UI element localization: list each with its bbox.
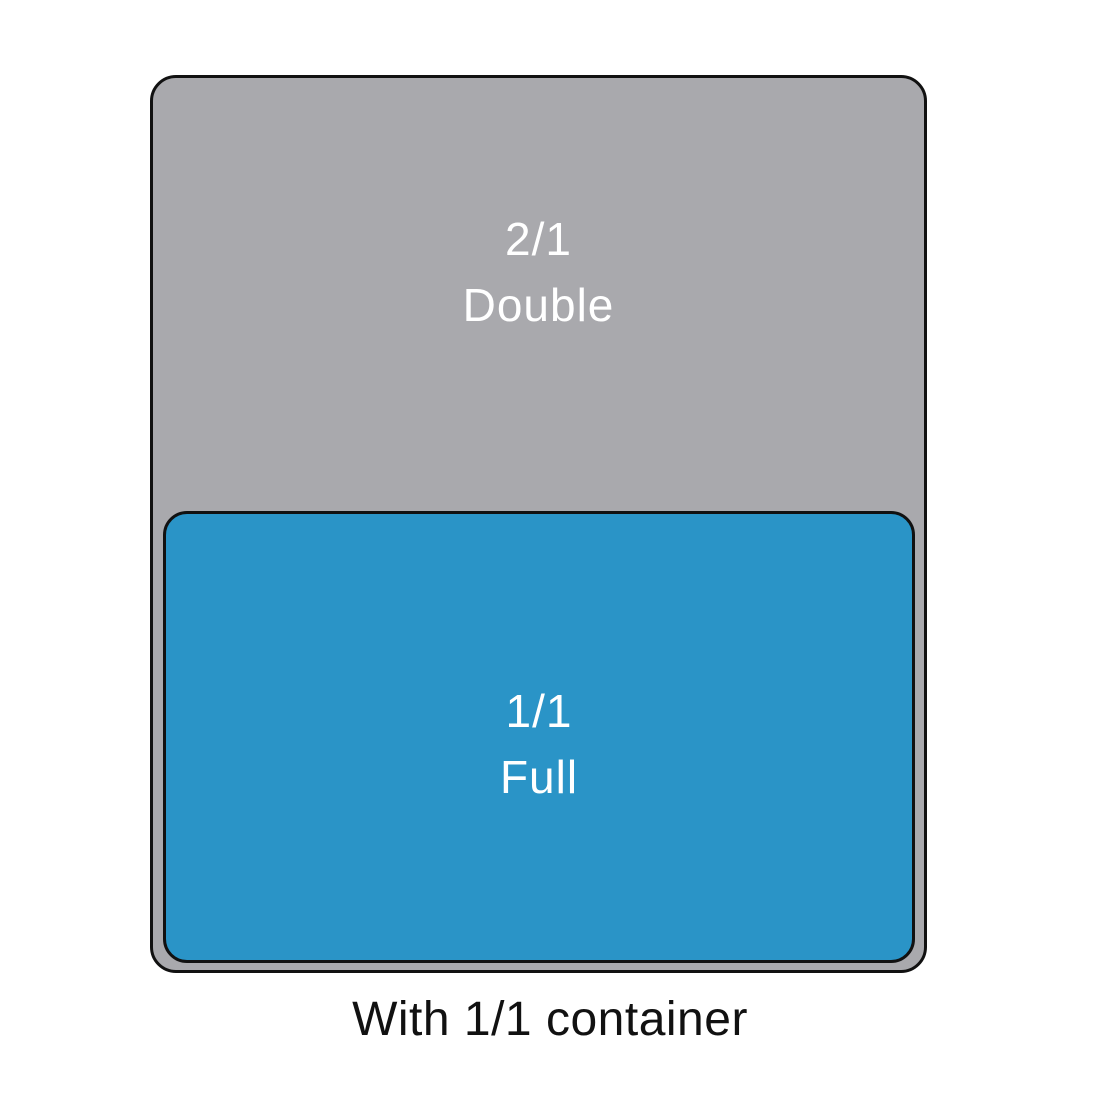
- caption: With 1/1 container: [352, 993, 748, 1046]
- double-pan-label: 2/1 Double: [153, 206, 924, 338]
- full-pan-label: 1/1 Full: [166, 514, 912, 960]
- double-pan: 2/1 Double 1/1 Full: [150, 75, 927, 973]
- double-pan-name: Double: [462, 279, 615, 331]
- full-pan-name: Full: [499, 751, 579, 803]
- double-pan-size: 2/1: [505, 213, 572, 265]
- full-pan: 1/1 Full: [163, 511, 915, 963]
- full-pan-size: 1/1: [505, 685, 573, 737]
